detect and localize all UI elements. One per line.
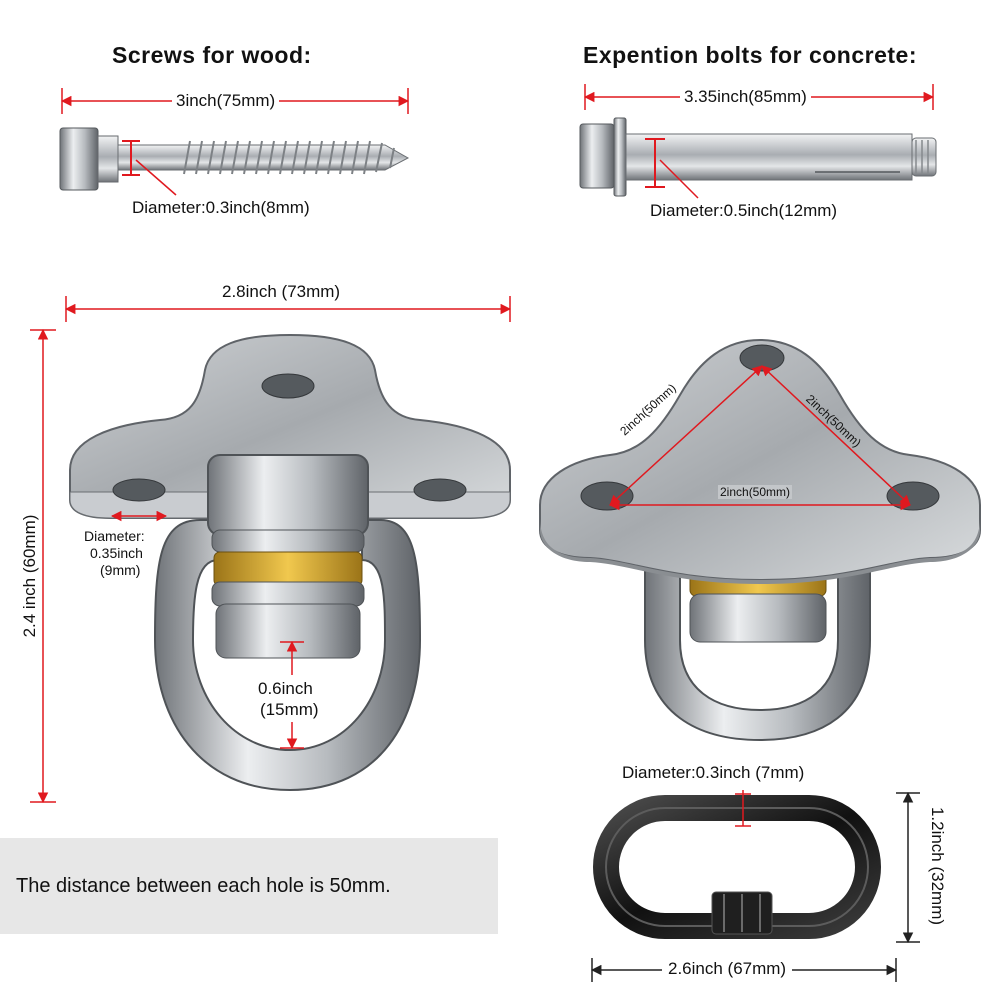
ring-size-value: 0.6inch bbox=[258, 679, 313, 698]
wood-screw-diameter: Diameter:0.3inch(8mm) bbox=[132, 198, 310, 217]
note-panel bbox=[0, 838, 498, 934]
hole-diameter-mm: (9mm) bbox=[100, 562, 141, 578]
hole-distance-note: The distance between each hole is 50mm. bbox=[16, 875, 391, 897]
wood-screw-length: 3inch(75mm) bbox=[172, 91, 280, 111]
quick-link-height: 1.2inch (32mm) bbox=[928, 806, 947, 926]
quick-link bbox=[590, 790, 920, 982]
swivel-mount-top bbox=[539, 338, 981, 742]
ring-size-mm: (15mm) bbox=[260, 700, 319, 719]
concrete-bolt-length: 3.35inch(85mm) bbox=[680, 87, 811, 107]
quick-link-diameter: Diameter:0.3inch (7mm) bbox=[622, 763, 805, 782]
quick-link-width: 2.6inch (67mm) bbox=[662, 959, 793, 979]
expansion-bolt bbox=[579, 84, 937, 199]
concrete-bolt-diameter: Diameter:0.5inch(12mm) bbox=[650, 201, 838, 220]
wood-screw bbox=[59, 88, 410, 196]
hole-diameter-value: 0.35inch bbox=[90, 545, 143, 561]
wood-screws-title: Screws for wood: bbox=[112, 42, 312, 68]
concrete-bolts-title: Expention bolts for concrete: bbox=[583, 42, 917, 68]
hole-diameter-label: Diameter: bbox=[84, 528, 145, 544]
screw-threads bbox=[183, 140, 395, 175]
hole-spacing-bottom: 2inch(50mm) bbox=[718, 485, 793, 499]
mount-width-label: 2.8inch (73mm) bbox=[222, 282, 341, 301]
mount-height-label: 2.4 inch (60mm) bbox=[20, 514, 39, 638]
swivel-mount-front bbox=[30, 296, 512, 804]
